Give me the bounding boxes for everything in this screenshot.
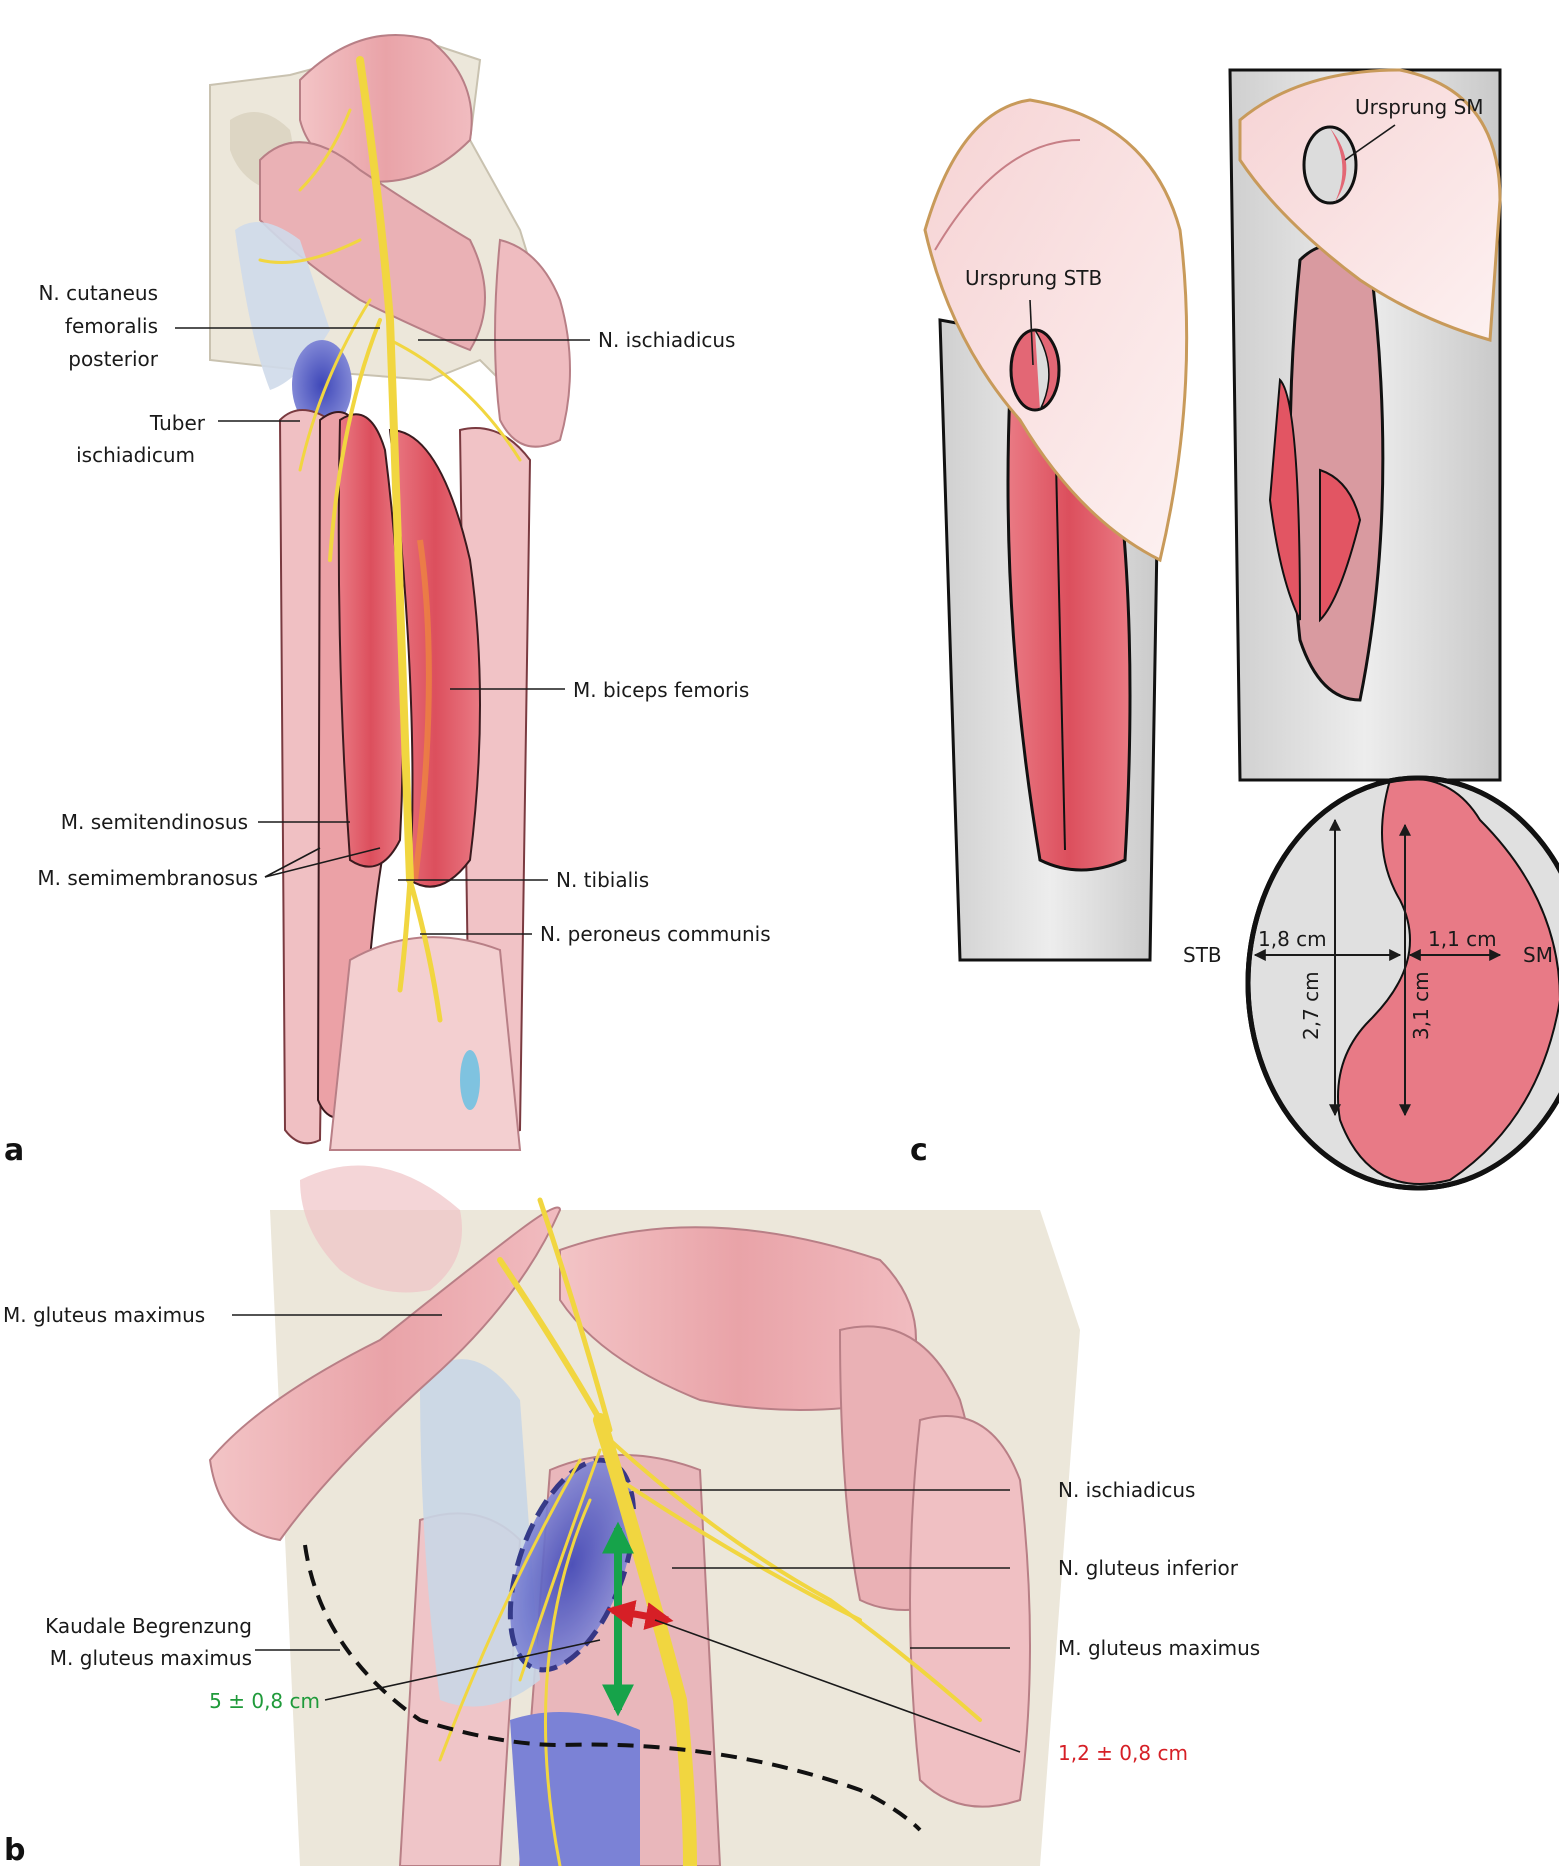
label-semitendinosus: M. semitendinosus (61, 810, 248, 834)
panel-label-a: a (4, 1133, 24, 1168)
panel-a-labels: N. cutaneus femoralis posterior Tuber is… (4, 281, 771, 1168)
label-tuber-2: ischiadicum (76, 443, 195, 467)
panel-b-leaders (232, 1314, 1021, 1753)
panel-label-b: b (4, 1833, 25, 1866)
label-kaudale-2: M. gluteus maximus (50, 1646, 252, 1670)
label-n-ischiadicus: N. ischiadicus (598, 328, 735, 352)
panel-b-illustration (208, 1165, 1080, 1866)
panel-c-leaders (1029, 124, 1396, 366)
label-tuber-1: Tuber (149, 411, 206, 435)
label-distance-red: 1,2 ± 0,8 cm (1058, 1741, 1188, 1765)
label-n-tibialis: N. tibialis (556, 868, 649, 892)
panel-b-labels: M. gluteus maximus N. ischiadicus N. glu… (3, 1303, 1260, 1866)
label-ursprung-stb: Ursprung STB (965, 266, 1102, 290)
label-height-stb: 2,7 cm (1299, 971, 1323, 1040)
label-width-sm: 1,1 cm (1428, 927, 1497, 951)
label-height-sm: 3,1 cm (1409, 971, 1433, 1040)
label-n-cutaneus-1: N. cutaneus (38, 281, 158, 305)
label-biceps-femoris: M. biceps femoris (573, 678, 749, 702)
label-n-ischiadicus-b: N. ischiadicus (1058, 1478, 1195, 1502)
label-sm: SM (1523, 943, 1553, 967)
label-gluteus-maximus-left: M. gluteus maximus (3, 1303, 205, 1327)
panel-c-labels: Ursprung STB Ursprung SM STB SM 1,8 cm 1… (910, 95, 1553, 1168)
panel-a-leaders (175, 327, 590, 935)
label-gluteus-maximus-right: M. gluteus maximus (1058, 1636, 1260, 1660)
panel-a-illustration (209, 34, 571, 1151)
panel-c-cross-section (1245, 775, 1559, 1191)
label-n-cutaneus-2: femoralis (65, 314, 158, 338)
panel-c-illustration-right (1228, 68, 1502, 782)
label-n-peroneus: N. peroneus communis (540, 922, 771, 946)
label-kaudale-1: Kaudale Begrenzung (45, 1614, 252, 1638)
label-ursprung-sm: Ursprung SM (1355, 95, 1484, 119)
panel-label-c: c (910, 1133, 928, 1168)
label-distance-green: 5 ± 0,8 cm (209, 1689, 320, 1713)
panel-c-illustration-left (923, 98, 1189, 962)
label-n-cutaneus-3: posterior (68, 347, 159, 371)
label-semimembranosus: M. semimembranosus (37, 866, 258, 890)
label-width-stb: 1,8 cm (1258, 927, 1327, 951)
label-n-gluteus-inferior: N. gluteus inferior (1058, 1556, 1239, 1580)
label-stb: STB (1183, 943, 1222, 967)
